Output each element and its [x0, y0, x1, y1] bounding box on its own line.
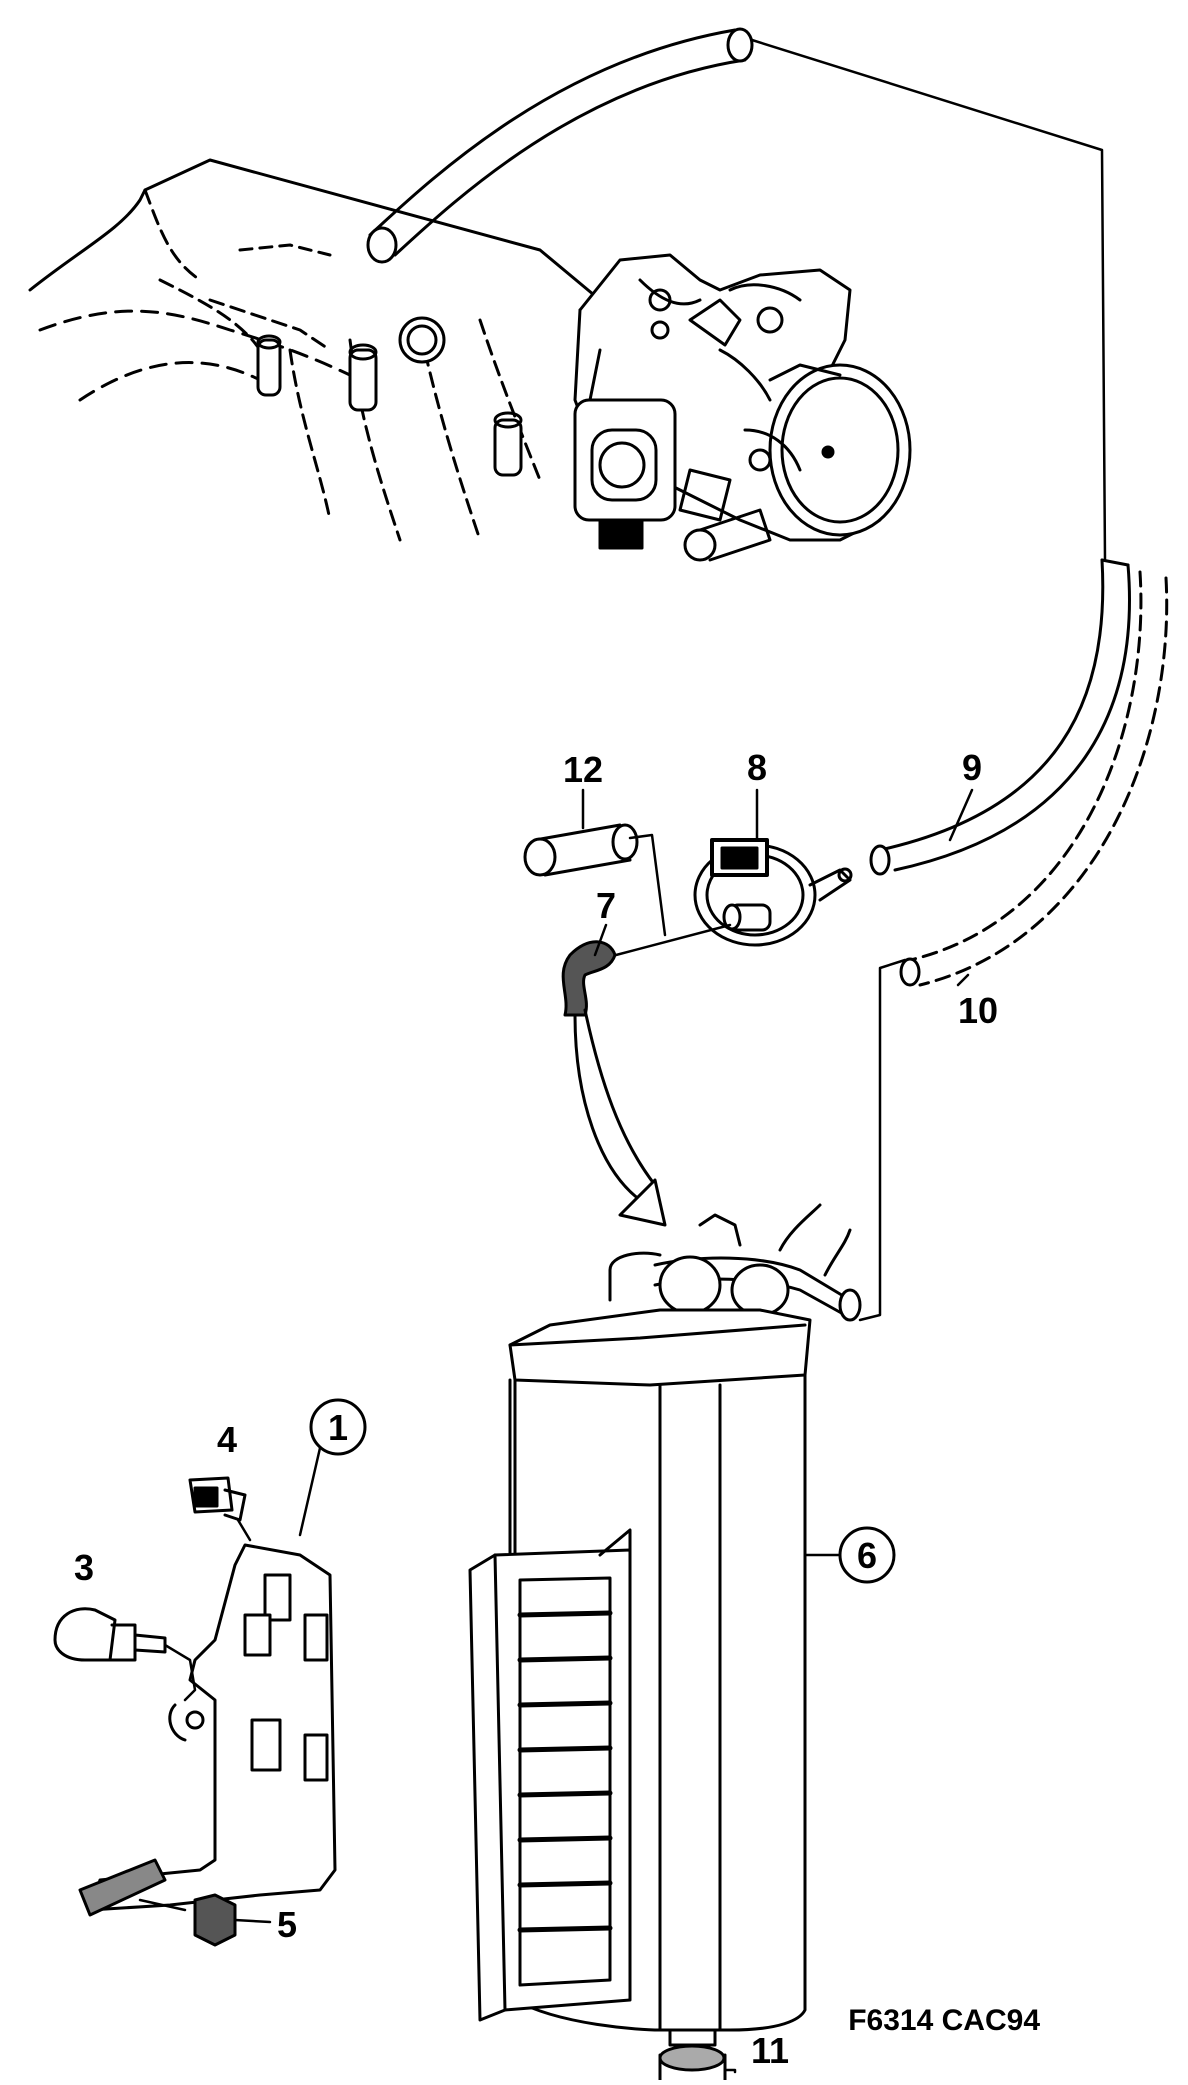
intake-manifold — [28, 158, 602, 542]
label-10: 10 — [958, 990, 998, 1031]
label-3: 3 — [74, 1547, 94, 1588]
label-8: 8 — [747, 747, 767, 788]
hose-10-end — [899, 957, 921, 987]
hose-9 — [869, 558, 1131, 876]
throttle-body — [573, 253, 912, 562]
nut-5 — [138, 1893, 272, 1947]
label-1: 1 — [328, 1407, 348, 1448]
label-9: 9 — [962, 747, 982, 788]
callout-circle-1 — [309, 1398, 367, 1456]
connector-12 — [523, 823, 667, 937]
figure-code: F6314 CAC94 — [848, 2004, 1040, 2037]
label-7: 7 — [596, 885, 616, 926]
label-11: 11 — [751, 2030, 789, 2071]
bracket-1 — [78, 1543, 337, 1917]
charcoal-canister-6 — [468, 1203, 862, 2032]
purge-valve-8 — [693, 838, 853, 947]
lead-9 — [948, 788, 974, 842]
bolt-3 — [53, 1607, 197, 1702]
label-4: 4 — [217, 1419, 237, 1460]
lead-10 — [956, 973, 970, 987]
lead-7 — [593, 923, 608, 957]
label-12: 12 — [563, 749, 603, 790]
label-5: 5 — [277, 1904, 297, 1945]
flow-arrow — [573, 1008, 667, 1227]
hose-10-lead — [858, 958, 907, 1322]
hose-10 — [908, 570, 1169, 987]
label-6: 6 — [857, 1535, 877, 1576]
callout-circle-6 — [838, 1526, 896, 1584]
lead-1 — [298, 1446, 322, 1537]
hose-11 — [658, 2028, 737, 2082]
elbow-hose-7 — [561, 923, 732, 1017]
clip-4 — [188, 1476, 252, 1542]
upper-vacuum-hose — [366, 27, 1107, 562]
